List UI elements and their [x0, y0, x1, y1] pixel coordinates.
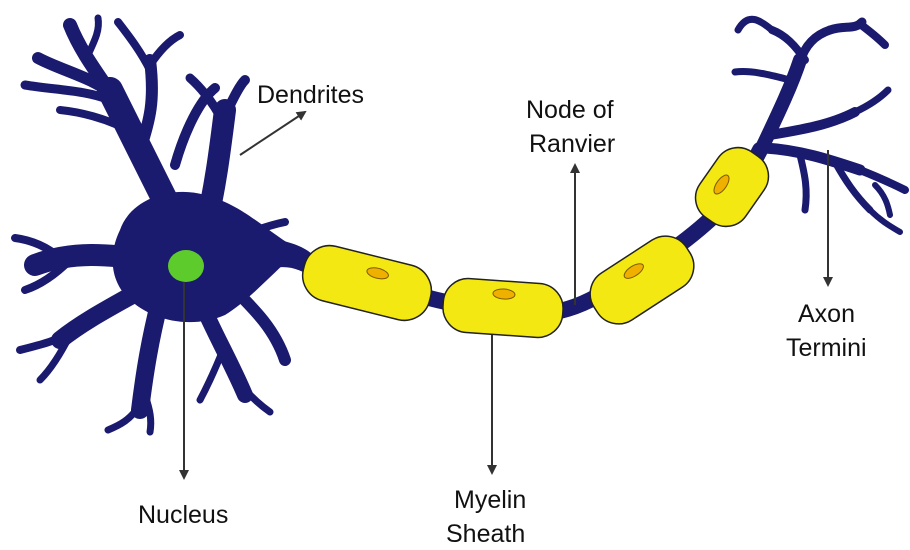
nucleus — [168, 250, 204, 282]
myelin-sheath-segment-2 — [441, 277, 564, 339]
dendrites-arrow — [240, 112, 305, 155]
myelin-sheath-label-line2: Sheath — [446, 520, 525, 548]
node-of-ranvier-label-line2: Ranvier — [529, 130, 615, 158]
node-of-ranvier-label-line1: Node of — [526, 96, 614, 124]
axon-terminals — [735, 19, 905, 232]
axon-termini-label-line2: Termini — [786, 334, 867, 362]
axon-termini-label-line1: Axon — [798, 300, 855, 328]
dendrites-label: Dendrites — [257, 81, 364, 109]
soma — [113, 192, 300, 322]
myelin-sheath-segments — [297, 138, 778, 339]
myelin-sheath-label-line1: Myelin — [454, 486, 526, 514]
myelin-sheath-segment-1 — [297, 240, 437, 326]
nucleus-label: Nucleus — [138, 501, 228, 529]
